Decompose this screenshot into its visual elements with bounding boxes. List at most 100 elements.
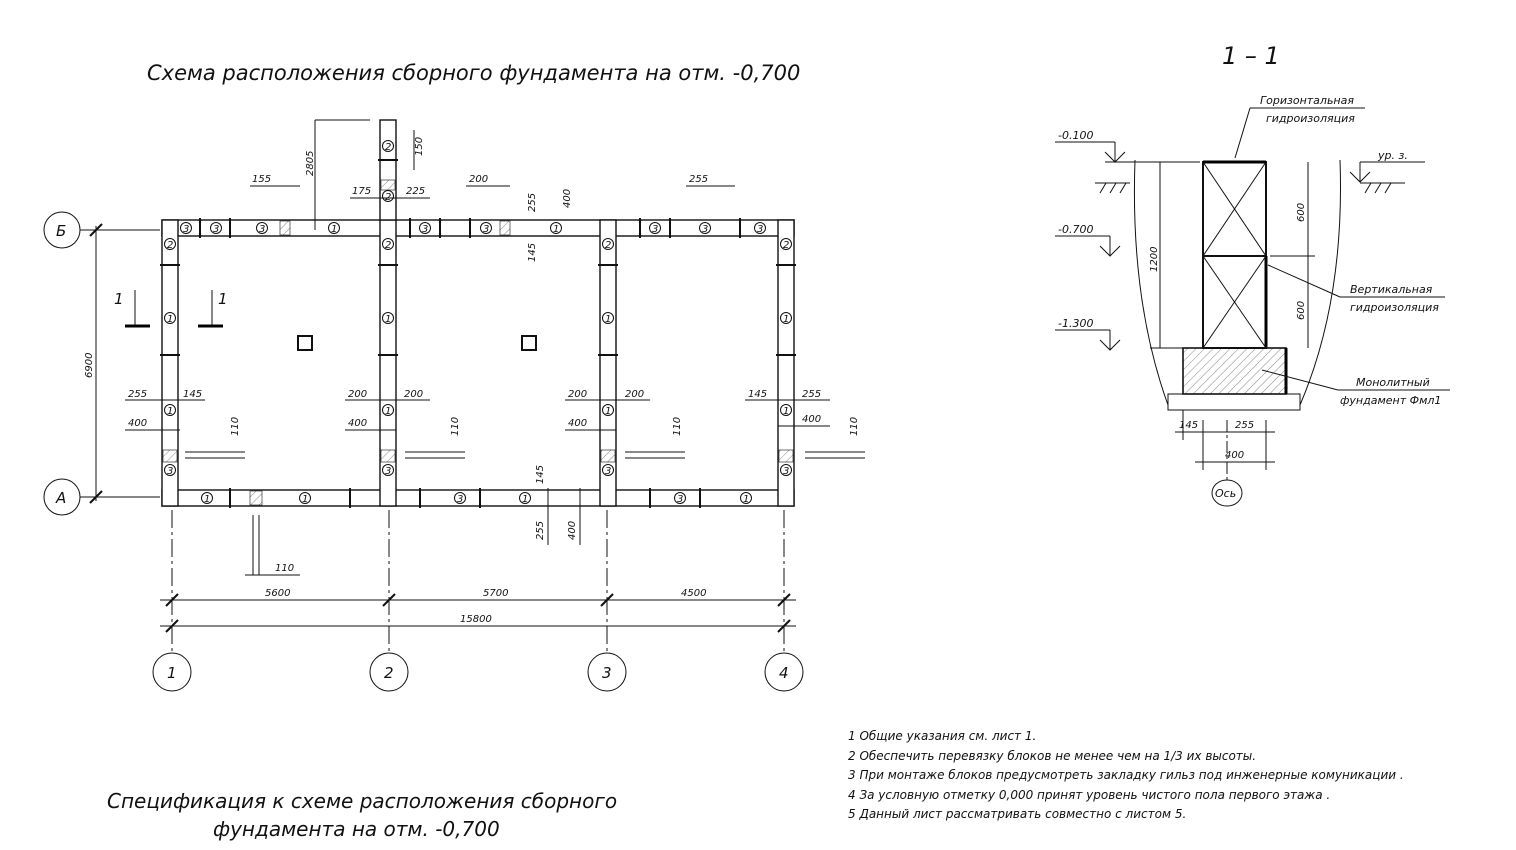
svg-text:400: 400 — [562, 189, 573, 208]
svg-text:15800: 15800 — [460, 614, 492, 625]
svg-text:фундамент Фмл1: фундамент Фмл1 — [1340, 394, 1441, 407]
note-2: 2 Обеспечить перевязку блоков не менее ч… — [848, 749, 1256, 763]
svg-text:200: 200 — [469, 174, 488, 185]
svg-text:3: 3 — [259, 224, 265, 235]
leader-vert-waterproof: Вертикальная гидроизоляция — [1267, 264, 1445, 314]
section-drawing — [1095, 159, 1405, 507]
svg-text:255: 255 — [689, 174, 708, 185]
svg-text:1: 1 — [204, 494, 210, 505]
svg-text:3: 3 — [783, 466, 789, 477]
svg-text:110: 110 — [450, 417, 461, 436]
svg-text:3: 3 — [385, 466, 391, 477]
svg-text:2: 2 — [605, 240, 611, 251]
svg-text:1: 1 — [522, 494, 528, 505]
svg-text:145: 145 — [1179, 420, 1198, 431]
svg-text:1: 1 — [331, 224, 337, 235]
level-mark-2: -0.700 — [1055, 223, 1121, 257]
top-dimensions: 2805 155 175 225 150 200 255 400 145 255 — [250, 119, 735, 262]
svg-text:Б: Б — [56, 222, 66, 240]
svg-text:400: 400 — [348, 418, 367, 429]
col-axis-4: 4 — [764, 652, 804, 692]
svg-text:3: 3 — [422, 224, 428, 235]
note-4: 4 За условную отметку 0,000 принят урове… — [848, 788, 1330, 802]
svg-text:255: 255 — [802, 389, 821, 400]
svg-text:110: 110 — [672, 417, 683, 436]
svg-text:1200: 1200 — [1149, 247, 1160, 272]
note-1: 1 Общие указания см. лист 1. — [848, 729, 1036, 743]
svg-text:3: 3 — [483, 224, 489, 235]
svg-text:150: 150 — [414, 137, 425, 156]
svg-text:3: 3 — [677, 494, 683, 505]
svg-text:ур. з.: ур. з. — [1377, 149, 1408, 162]
svg-text:2: 2 — [167, 240, 173, 251]
svg-text:155: 155 — [252, 174, 271, 185]
row-axis-A: А — [43, 478, 81, 516]
svg-text:3: 3 — [702, 224, 708, 235]
svg-text:-0.100: -0.100 — [1058, 129, 1093, 142]
svg-text:5600: 5600 — [265, 588, 290, 599]
svg-text:145: 145 — [527, 243, 538, 262]
svg-text:1: 1 — [783, 314, 789, 325]
svg-text:255: 255 — [1235, 420, 1254, 431]
svg-text:2: 2 — [384, 664, 394, 682]
bay-dimension-line: 5600 5700 4500 15800 — [160, 588, 796, 633]
svg-text:3: 3 — [757, 224, 763, 235]
svg-text:гидроизоляция: гидроизоляция — [1266, 112, 1355, 125]
svg-text:Горизонтальная: Горизонтальная — [1260, 94, 1354, 107]
svg-text:1: 1 — [385, 406, 391, 417]
svg-text:400: 400 — [567, 521, 578, 540]
col-axis-3: 3 — [587, 652, 627, 692]
svg-text:3: 3 — [605, 466, 611, 477]
plan-title: Схема расположения сборного фундамента н… — [147, 61, 800, 85]
svg-text:110: 110 — [275, 563, 294, 574]
svg-text:3: 3 — [213, 224, 219, 235]
svg-text:3: 3 — [652, 224, 658, 235]
svg-text:1: 1 — [605, 406, 611, 417]
note-5: 5 Данный лист рассматривать совместно с … — [848, 807, 1186, 821]
svg-text:1: 1 — [302, 494, 308, 505]
svg-text:А: А — [55, 489, 66, 507]
note-3: 3 При монтаже блоков предусмотреть закла… — [848, 768, 1404, 782]
svg-text:255: 255 — [527, 193, 538, 212]
svg-text:Вертикальная: Вертикальная — [1350, 283, 1433, 296]
svg-text:1: 1 — [743, 494, 749, 505]
svg-text:6900: 6900 — [84, 353, 95, 378]
svg-text:2: 2 — [385, 142, 391, 153]
side-dimensions: 255 145 400 200 200 400 200 200 400 145 … — [125, 389, 830, 431]
svg-text:гидроизоляция: гидроизоляция — [1350, 301, 1439, 314]
svg-text:400: 400 — [1225, 450, 1244, 461]
svg-text:255: 255 — [535, 521, 546, 540]
svg-text:5700: 5700 — [483, 588, 508, 599]
svg-text:Монолитный: Монолитный — [1356, 376, 1430, 389]
svg-text:1: 1 — [167, 314, 173, 325]
svg-text:400: 400 — [568, 418, 587, 429]
pillar-1 — [297, 335, 313, 351]
col-axis-1: 1 — [152, 652, 192, 692]
level-mark-1: -0.100 — [1055, 129, 1200, 163]
block-marks: 3 3 3 1 3 3 1 3 3 3 1 1 3 1 3 1 2 1 1 3 … — [164, 140, 792, 505]
svg-text:3: 3 — [457, 494, 463, 505]
foundation-walls — [160, 119, 796, 508]
svg-text:1: 1 — [553, 224, 559, 235]
svg-text:400: 400 — [128, 418, 147, 429]
pipe-sleeves: 110 110 110 110 110 — [185, 417, 865, 576]
svg-text:-0.700: -0.700 — [1058, 223, 1093, 236]
svg-text:Ось: Ось — [1215, 487, 1236, 500]
svg-text:1: 1 — [385, 314, 391, 325]
svg-text:200: 200 — [404, 389, 423, 400]
svg-text:1: 1 — [167, 664, 177, 682]
svg-text:1: 1 — [783, 406, 789, 417]
svg-text:2805: 2805 — [305, 151, 316, 176]
ground-level-mark: ур. з. — [1349, 149, 1425, 183]
section-cut-marks: 1 1 — [114, 290, 228, 328]
svg-text:1: 1 — [605, 314, 611, 325]
level-mark-3: -1.300 — [1055, 317, 1121, 351]
height-dimension: 6900 — [84, 223, 103, 504]
leader-horiz-waterproof: Горизонтальная гидроизоляция — [1234, 94, 1365, 159]
spec-title-line2: фундамента на отм. -0,700 — [213, 817, 500, 841]
section-dimensions: 1200 600 600 145 255 400 Ось — [1149, 161, 1315, 500]
row-axis-B: Б — [43, 211, 81, 249]
svg-text:225: 225 — [406, 186, 425, 197]
bottom-dimensions: 145 255 400 — [535, 465, 581, 545]
